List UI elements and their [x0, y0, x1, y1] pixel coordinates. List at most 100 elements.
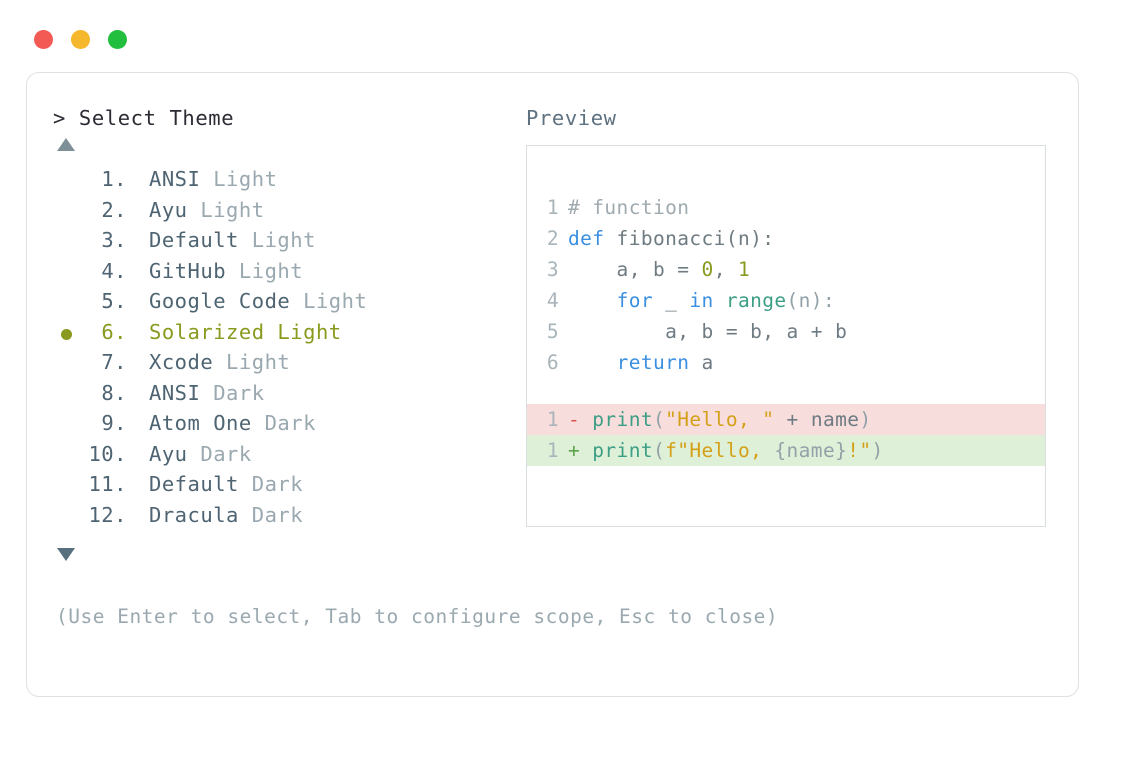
- theme-item-name: Ayu: [149, 441, 188, 466]
- code-preview-box: 1 # function 2 def fibonacci(n): 3 a, b = 0,…: [526, 145, 1046, 527]
- theme-list-item[interactable]: 4. GitHub Light: [53, 259, 523, 290]
- code-token: # function: [568, 196, 690, 219]
- diff-token: f"Hello,: [665, 439, 775, 462]
- diff-spacer: [527, 378, 1045, 404]
- code-line: 4 for _ in range(n):: [527, 285, 1045, 316]
- theme-list-item[interactable]: 8. ANSI Dark: [53, 381, 523, 412]
- theme-item-variant: Light: [187, 197, 265, 222]
- theme-item-variant: Dark: [238, 502, 304, 527]
- diff-line-number: 1: [546, 439, 559, 462]
- theme-item-gap: [127, 167, 149, 191]
- theme-item-name: Atom One: [149, 411, 252, 435]
- code-token: [568, 351, 617, 374]
- code-token: [568, 289, 617, 312]
- theme-list-item[interactable]: 10. Ayu Dark: [53, 442, 523, 473]
- code-token: a: [689, 351, 714, 374]
- theme-list-item[interactable]: 6. Solarized Light: [53, 320, 523, 351]
- diff-marker: +: [568, 439, 593, 462]
- theme-item-index: 5.: [101, 289, 127, 313]
- diff-token: ): [859, 408, 872, 431]
- theme-item-name: Google Code: [149, 289, 291, 313]
- diff-token: +: [774, 408, 811, 431]
- theme-item-name: Ayu: [149, 197, 188, 222]
- code-block: 1 # function 2 def fibonacci(n): 3 a, b = 0,…: [527, 192, 1045, 378]
- theme-item-variant: Light: [238, 228, 316, 252]
- code-token: for: [616, 289, 653, 312]
- prompt-header: > Select Theme: [53, 106, 235, 130]
- diff-line: 1+ print(f"Hello, {name}!"): [527, 435, 1045, 466]
- theme-item-name: Default: [149, 228, 239, 252]
- theme-item-gap: [127, 350, 149, 374]
- theme-item-gap: [127, 289, 149, 313]
- code-token: def: [568, 227, 605, 250]
- theme-item-index: 10.: [88, 441, 127, 466]
- code-token: a, b =: [568, 258, 702, 281]
- theme-list-item[interactable]: 2. Ayu Light: [53, 198, 523, 229]
- theme-item-name: Dracula: [149, 502, 239, 527]
- theme-list-item[interactable]: 3. Default Light: [53, 228, 523, 259]
- theme-item-index: 7.: [101, 350, 127, 374]
- keyboard-hint: (Use Enter to select, Tab to configure s…: [56, 605, 779, 628]
- theme-item-index: 1.: [101, 167, 127, 191]
- selected-bullet-icon: [61, 329, 72, 341]
- theme-item-name: ANSI: [149, 167, 201, 191]
- theme-item-gap: [127, 411, 149, 435]
- code-token: [714, 289, 726, 312]
- diff-token: print: [592, 439, 653, 462]
- triangle-down-icon: [57, 547, 75, 561]
- theme-item-variant: Light: [213, 350, 291, 374]
- theme-item-index: 12.: [88, 502, 127, 527]
- theme-item-name: GitHub: [149, 258, 227, 283]
- theme-item-index: 6.: [101, 319, 127, 344]
- diff-line: 1- print("Hello, " + name): [527, 404, 1045, 435]
- theme-item-gap: [127, 381, 149, 405]
- theme-item-variant: Dark: [187, 441, 252, 466]
- theme-item-gap: [127, 320, 149, 344]
- diff-token: name: [810, 408, 860, 431]
- code-token: ,: [713, 258, 738, 281]
- theme-list-item[interactable]: 9. Atom One Dark: [53, 411, 523, 442]
- line-number: 6: [546, 351, 559, 374]
- diff-token: (: [652, 408, 666, 431]
- theme-list-item[interactable]: 7. Xcode Light: [53, 350, 523, 381]
- theme-list-item[interactable]: 5. Google Code Light: [53, 289, 523, 320]
- code-line: 3 a, b = 0, 1: [527, 254, 1045, 285]
- theme-list-item[interactable]: 12. Dracula Dark: [53, 503, 523, 534]
- theme-list-item[interactable]: 1. ANSI Light: [53, 167, 523, 198]
- theme-item-variant: Light: [226, 258, 304, 283]
- theme-item-gap: [127, 198, 149, 222]
- diff-marker: -: [568, 408, 593, 431]
- line-number: 1: [546, 196, 559, 219]
- code-token: in: [689, 289, 714, 312]
- scroll-down-indicator[interactable]: [53, 543, 523, 565]
- theme-item-gap: [127, 472, 149, 496]
- theme-item-index: 2.: [101, 197, 127, 222]
- theme-item-name: Default: [149, 472, 239, 496]
- code-token: fibonacci(n):: [604, 227, 775, 250]
- scroll-up-indicator[interactable]: [53, 133, 523, 155]
- theme-item-variant: Light: [264, 319, 342, 344]
- zoom-window-button[interactable]: [108, 29, 127, 49]
- code-line: 1 # function: [527, 192, 1045, 223]
- triangle-up-icon: [57, 137, 75, 151]
- theme-list-item[interactable]: 11. Default Dark: [53, 472, 523, 503]
- theme-item-gap: [127, 259, 149, 283]
- minimize-window-button[interactable]: [71, 29, 90, 49]
- code-token: 1: [737, 258, 751, 281]
- diff-token: print: [592, 408, 653, 431]
- close-window-button[interactable]: [34, 29, 53, 49]
- diff-token: "Hello, ": [665, 408, 775, 431]
- theme-item-index: 8.: [101, 380, 127, 405]
- theme-item-name: Xcode: [149, 350, 214, 374]
- theme-item-gap: [127, 228, 149, 252]
- diff-token: !": [847, 439, 872, 462]
- theme-item-variant: Dark: [251, 411, 316, 435]
- theme-item-gap: [127, 503, 149, 527]
- code-token: _: [652, 289, 690, 312]
- line-number: 4: [546, 289, 559, 312]
- theme-item-name: ANSI: [149, 380, 201, 405]
- line-number: 2: [546, 227, 559, 250]
- code-line: 6 return a: [527, 347, 1045, 378]
